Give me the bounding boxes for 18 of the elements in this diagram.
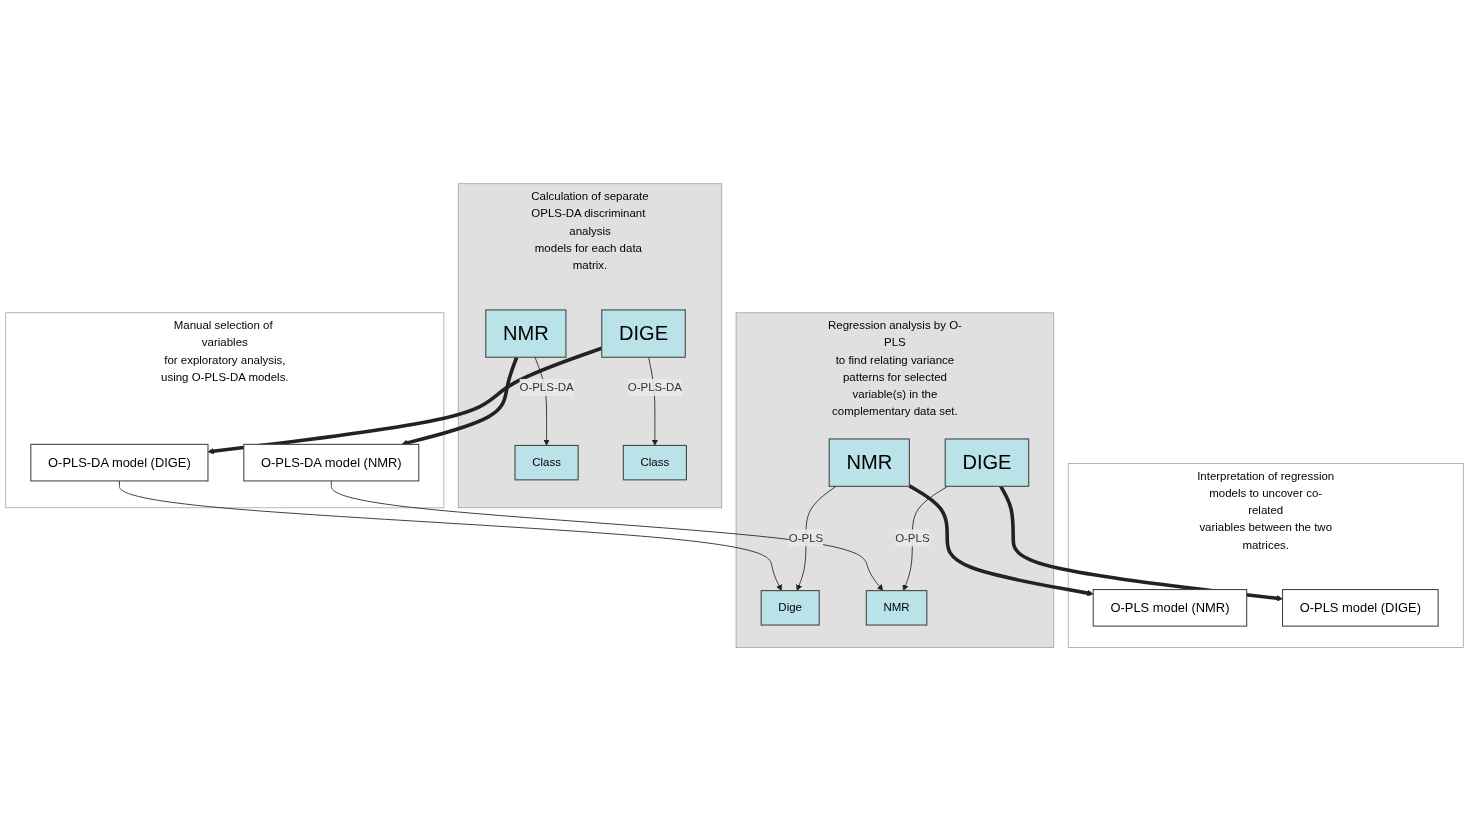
node-box: NMR xyxy=(828,438,910,488)
arrow xyxy=(908,484,1094,597)
node-box: DIGE xyxy=(601,309,686,359)
node-box: Dige xyxy=(760,590,820,626)
node-box: O-PLS model (DIGE) xyxy=(1282,589,1439,627)
edge-label: O-PLS-DA xyxy=(519,381,574,394)
node-box: O-PLS-DA model (NMR) xyxy=(243,444,420,482)
node-box: Class xyxy=(622,445,687,481)
node-box: DIGE xyxy=(944,438,1030,488)
edge-label: O-PLS-DA xyxy=(627,381,682,394)
node-box: O-PLS model (NMR) xyxy=(1092,589,1248,627)
arrow xyxy=(999,485,1283,602)
node-box: Class xyxy=(514,445,579,481)
node-box: NMR xyxy=(865,590,928,626)
edge-label: O-PLS xyxy=(788,531,824,544)
node-box: NMR xyxy=(485,309,567,359)
edge-label: O-PLS xyxy=(895,531,930,544)
node-box: O-PLS-DA model (DIGE) xyxy=(30,444,209,482)
